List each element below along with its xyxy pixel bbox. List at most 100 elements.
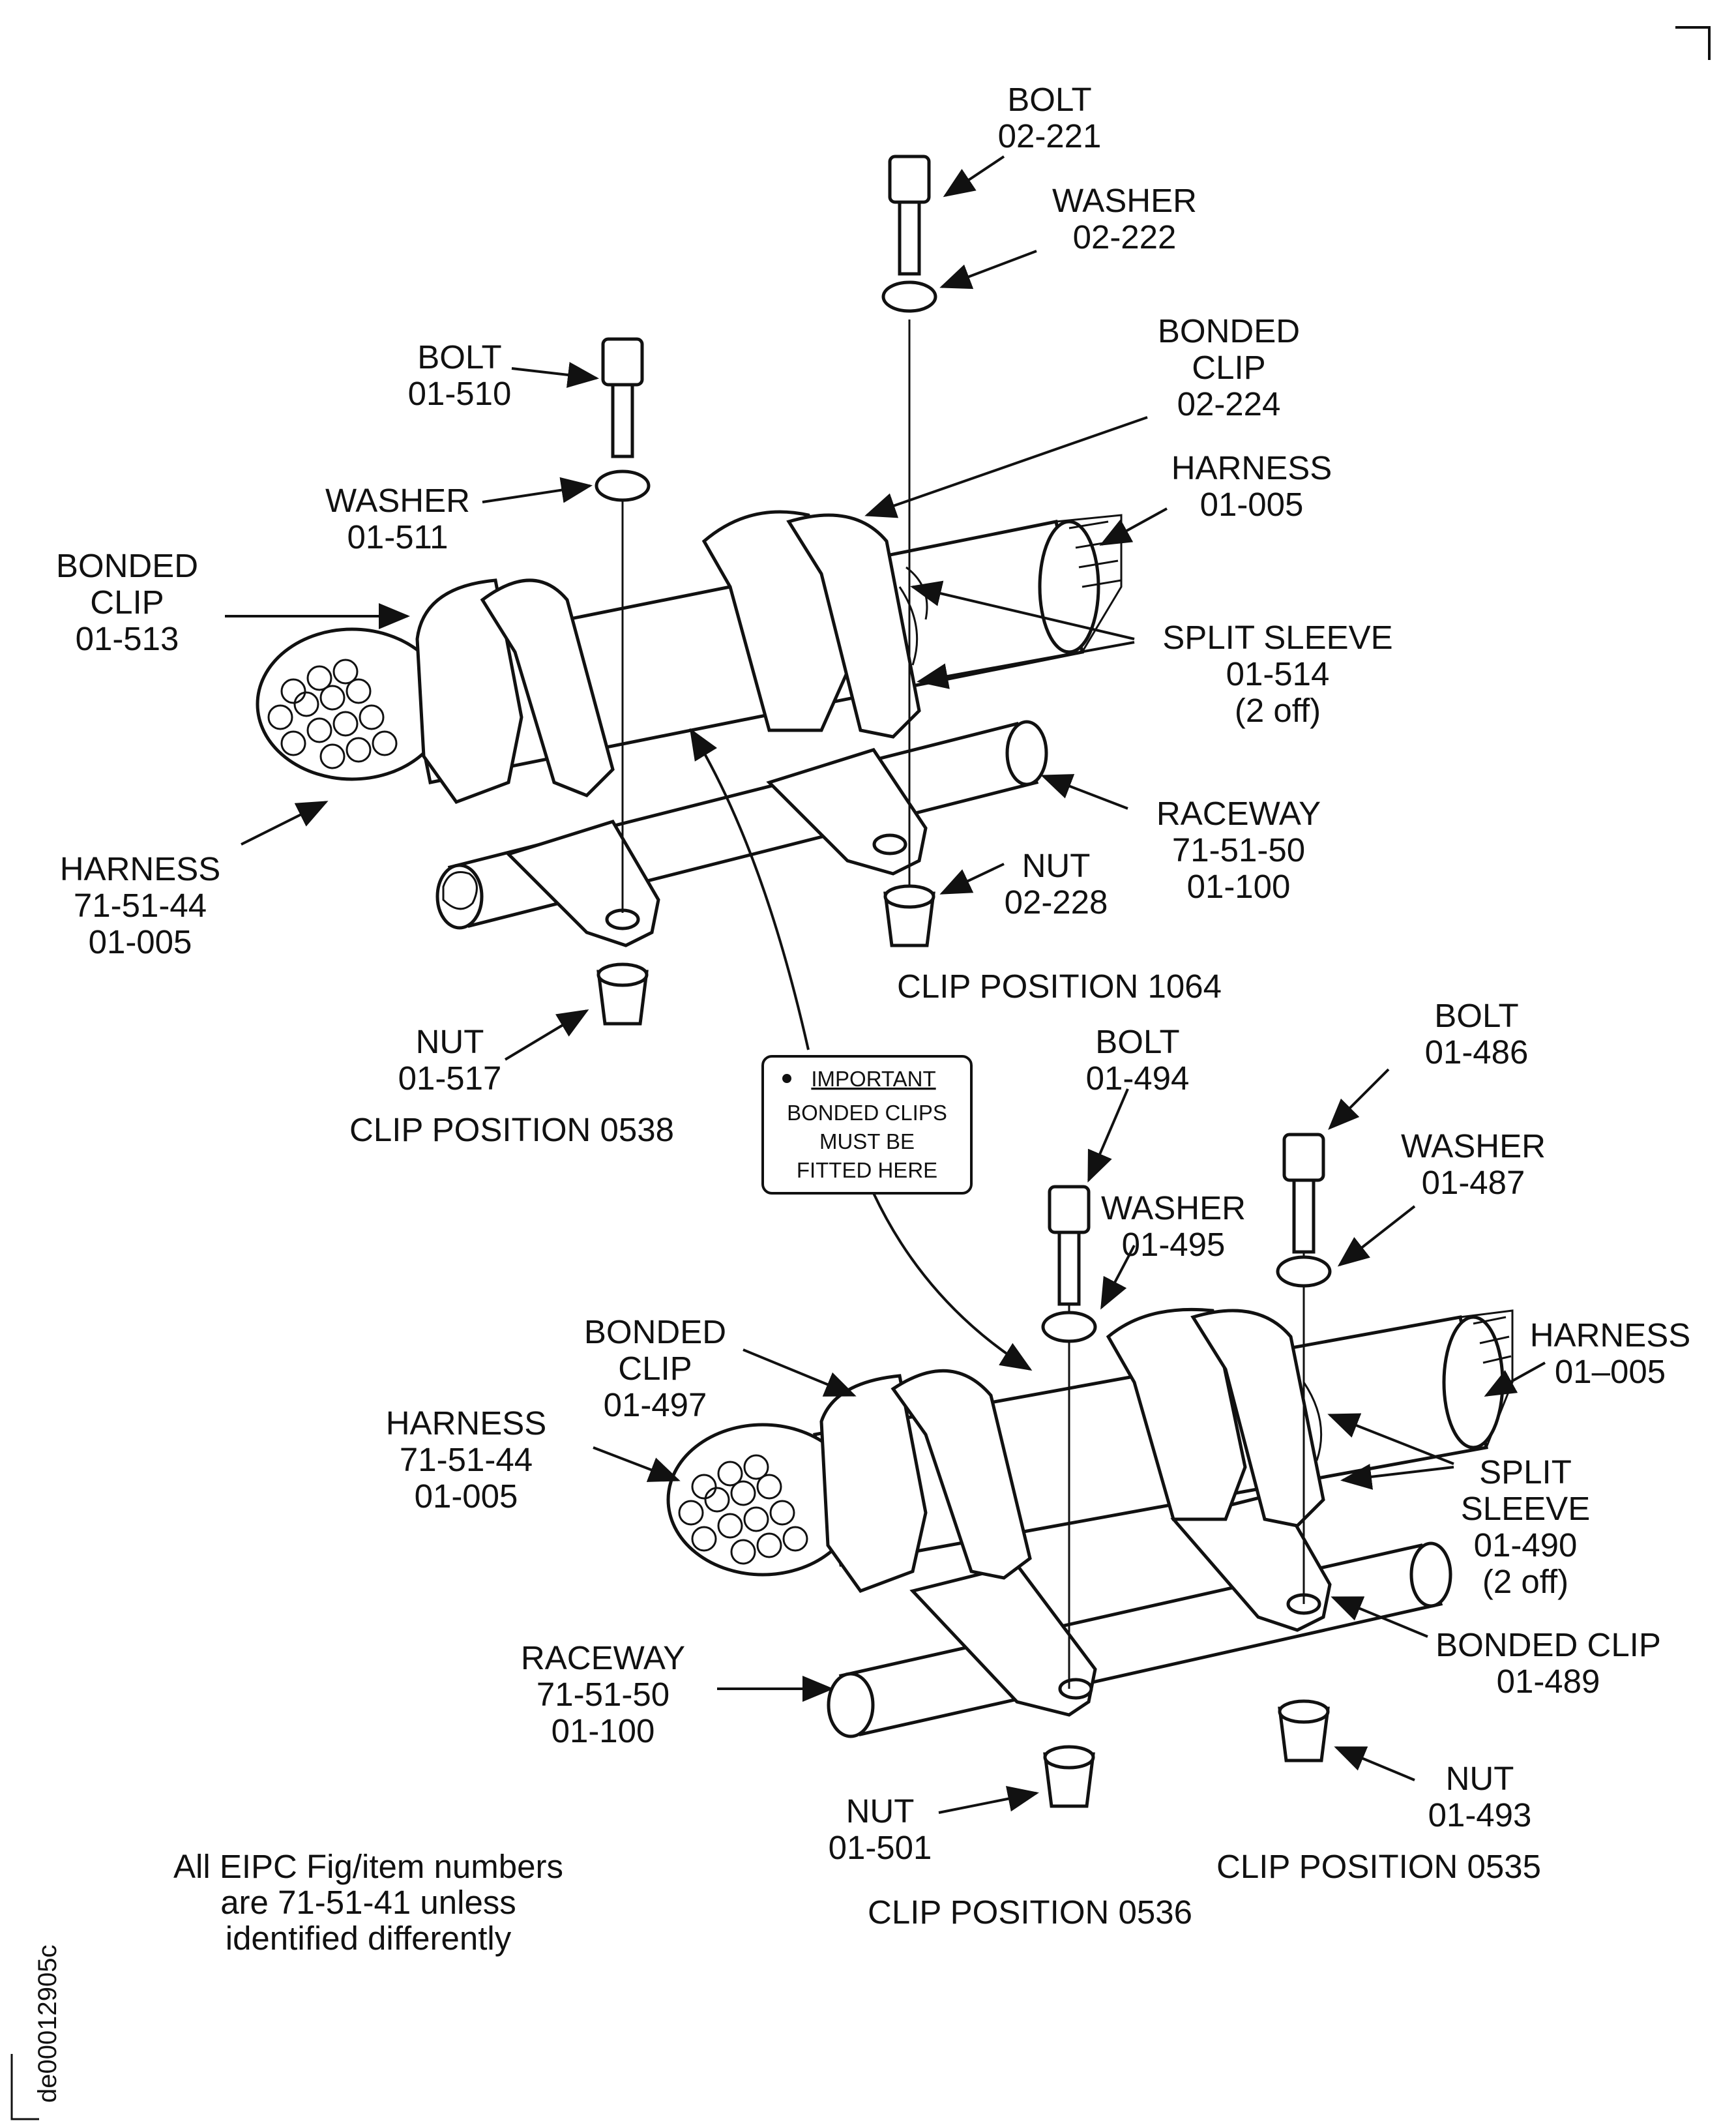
label-harness-71-51-44-b-line-2: 71-51-44 (400, 1441, 533, 1478)
corner-mark-top-right (1675, 26, 1711, 60)
label-split-sleeve-01-514-line-1: SPLIT SLEEVE (1162, 619, 1392, 656)
label-split-sleeve-01-514-line-3: (2 off) (1235, 692, 1321, 729)
label-nut-01-517-line-1: NUT (416, 1023, 484, 1060)
label-washer-01-495-line-2: 01-495 (1122, 1226, 1226, 1263)
label-raceway-b-line-1: RACEWAY (521, 1639, 685, 1676)
important-line-1: BONDED CLIPS (787, 1101, 947, 1125)
label-bonded-clip-02-224-line-3: 02-224 (1177, 385, 1281, 423)
label-nut-01-493-line-2: 01-493 (1428, 1796, 1532, 1834)
label-harness-71-51-44-a-line-2: 71-51-44 (74, 887, 207, 924)
label-raceway-a-line-2: 71-51-50 (1172, 831, 1305, 869)
label-bolt-02-221-line-2: 02-221 (998, 117, 1102, 155)
label-harness-71-51-44-a-line-3: 01-005 (89, 923, 192, 960)
label-bolt-01-494-line-1: BOLT (1095, 1023, 1179, 1060)
label-washer-01-511-line-1: WASHER (325, 482, 470, 519)
important-line-2: MUST BE (819, 1129, 915, 1153)
label-washer-02-222-line-2: 02-222 (1073, 218, 1177, 256)
label-nut-02-228-line-2: 02-228 (1005, 884, 1108, 921)
label-harness-71-51-44-a-line-1: HARNESS (60, 850, 221, 887)
leader-arrows (225, 155, 1546, 1814)
label-bolt-01-486-line-1: BOLT (1434, 997, 1518, 1034)
clip-position-1064: CLIP POSITION 1064 (897, 968, 1222, 1005)
bolt-01-486-part (1282, 1133, 1325, 1254)
upper-assembly-drawing (256, 155, 1123, 1026)
label-nut-01-517-line-2: 01-517 (398, 1060, 502, 1097)
label-harness-01-005-a-line-1: HARNESS (1171, 449, 1332, 486)
clip-position-0538: CLIP POSITION 0538 (349, 1111, 674, 1148)
label-nut-02-228-line-1: NUT (1022, 847, 1091, 884)
washer-01-487-part (1276, 1255, 1332, 1288)
bolt-01-510-part (601, 337, 644, 458)
label-harness-71-51-44-b-line-3: 01-005 (415, 1478, 518, 1515)
label-bonded-clip-01-513-line-2: CLIP (90, 584, 164, 621)
clip-position-0536: CLIP POSITION 0536 (868, 1894, 1192, 1931)
label-bolt-01-494-line-2: 01-494 (1086, 1060, 1190, 1097)
corner-mark-bottom-left (10, 2054, 39, 2120)
label-washer-01-511-line-2: 01-511 (347, 518, 448, 556)
label-split-sleeve-01-490-line-4: (2 off) (1482, 1563, 1568, 1600)
label-nut-01-501-line-2: 01-501 (829, 1829, 932, 1866)
label-raceway-a-line-3: 01-100 (1187, 868, 1291, 905)
label-bonded-clip-02-224-line-2: CLIP (1192, 349, 1265, 386)
label-nut-01-501-line-1: NUT (846, 1792, 915, 1830)
bolt-01-494-part (1048, 1185, 1091, 1306)
label-washer-02-222-line-1: WASHER (1052, 182, 1197, 219)
label-bonded-clip-01-489-line-2: 01-489 (1497, 1663, 1600, 1700)
label-bolt-01-486-line-2: 01-486 (1425, 1033, 1529, 1071)
label-washer-01-487-line-1: WASHER (1401, 1127, 1546, 1165)
label-split-sleeve-01-490-line-2: SLEEVE (1461, 1490, 1590, 1527)
label-bonded-clip-01-497-line-2: CLIP (618, 1350, 692, 1387)
figure-id: de00012905c (33, 1945, 62, 2103)
label-nut-01-493-line-1: NUT (1446, 1760, 1514, 1797)
note-line-2: are 71-51-41 unless (220, 1884, 516, 1921)
label-bolt-01-510-line-2: 01-510 (408, 375, 512, 412)
label-split-sleeve-01-490-line-3: 01-490 (1474, 1526, 1578, 1564)
washer-01-495-part (1041, 1311, 1097, 1343)
label-bonded-clip-01-489-line-1: BONDED CLIP (1435, 1626, 1661, 1663)
label-raceway-b-line-3: 01-100 (552, 1712, 655, 1749)
label-bolt-01-510-line-1: BOLT (417, 338, 501, 376)
label-bolt-02-221-line-1: BOLT (1007, 81, 1091, 118)
important-line-3: FITTED HERE (797, 1158, 937, 1182)
label-bonded-clip-02-224-line-1: BONDED (1158, 312, 1300, 349)
label-washer-01-487-line-2: 01-487 (1422, 1164, 1525, 1201)
note-line-1: All EIPC Fig/item numbers (173, 1848, 563, 1885)
label-bonded-clip-01-513-line-3: 01-513 (76, 620, 179, 657)
label-split-sleeve-01-514-line-2: 01-514 (1226, 655, 1330, 692)
clip-position-0535: CLIP POSITION 0535 (1216, 1848, 1541, 1885)
important-note-box: IMPORTANT BONDED CLIPS MUST BE FITTED HE… (761, 1055, 973, 1195)
label-harness-01-005-a-line-2: 01-005 (1200, 486, 1304, 523)
label-harness-01-005-b-line-1: HARNESS (1530, 1316, 1691, 1354)
label-harness-71-51-44-b-line-1: HARNESS (386, 1404, 547, 1442)
washer-02-222-part (881, 280, 937, 313)
label-raceway-b-line-2: 71-51-50 (537, 1676, 669, 1713)
washer-01-511-part (595, 469, 651, 502)
bolt-02-221-part (888, 155, 931, 276)
note-line-3: identified differently (226, 1920, 512, 1957)
label-split-sleeve-01-490-line-1: SPLIT (1479, 1453, 1572, 1491)
label-bonded-clip-01-513-line-1: BONDED (56, 547, 198, 584)
important-heading: IMPORTANT (811, 1067, 935, 1091)
